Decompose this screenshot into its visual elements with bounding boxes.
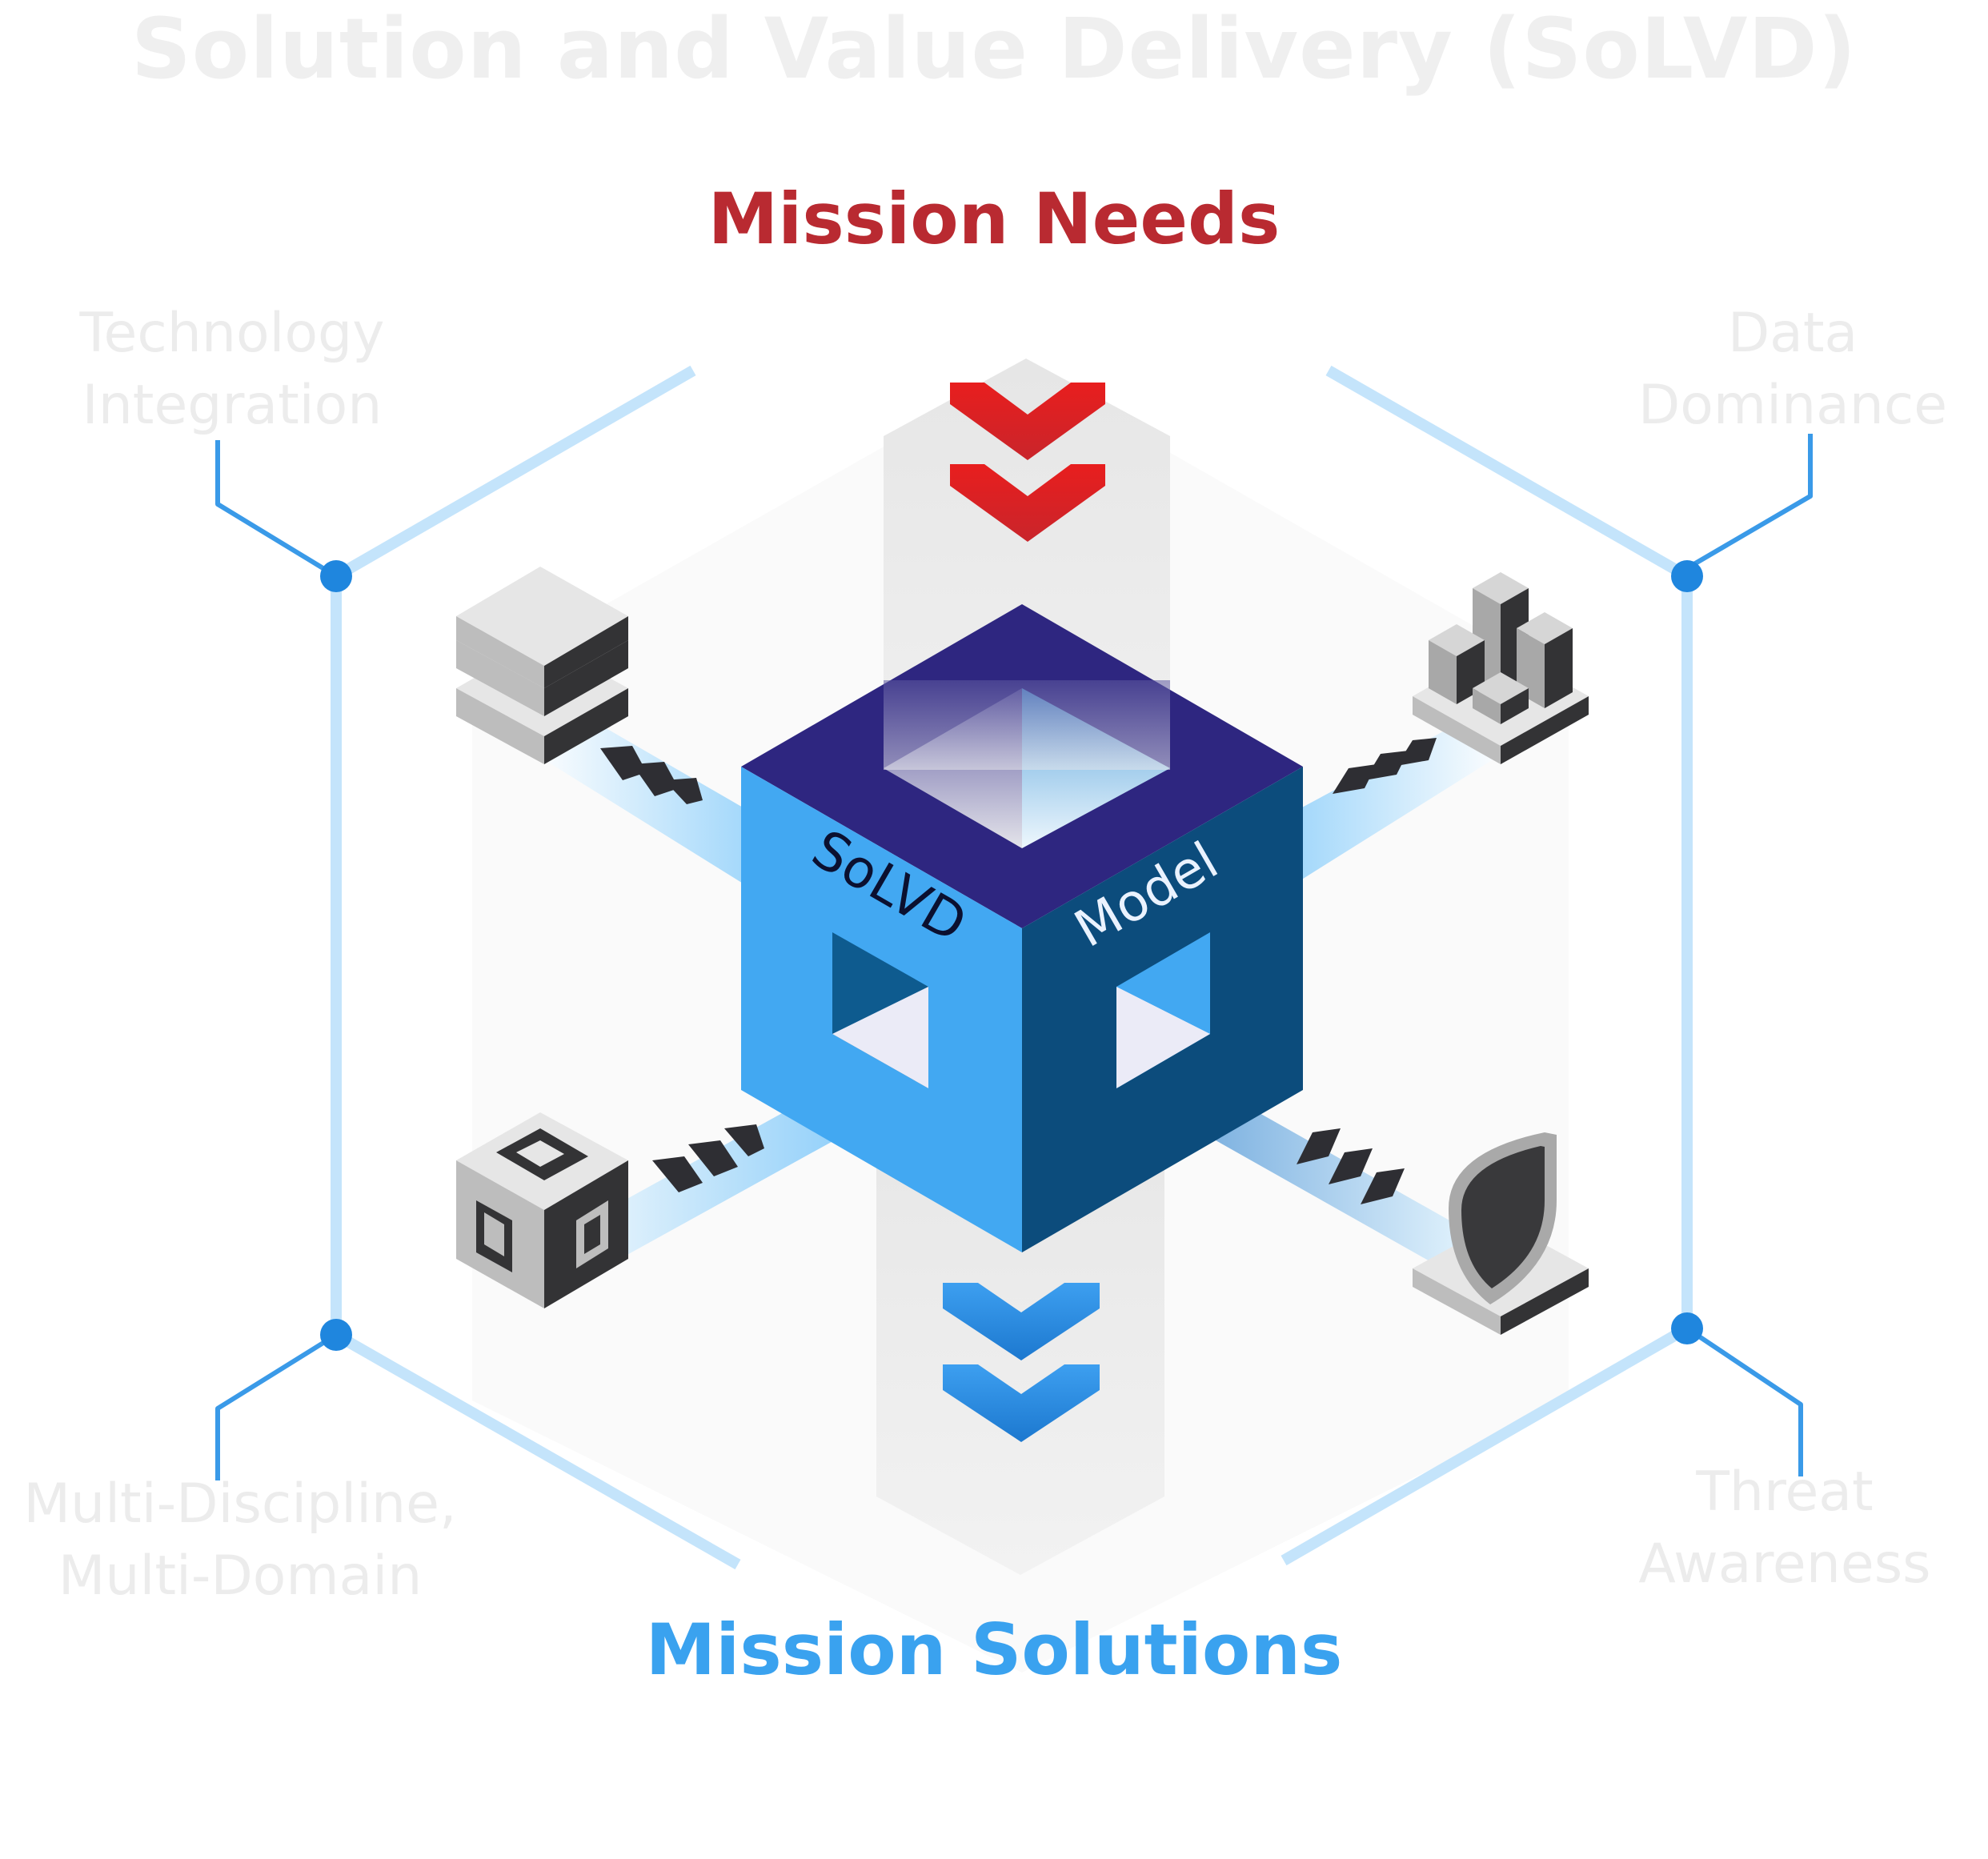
- beam-top-left: [532, 720, 744, 884]
- connector-top-right: [1685, 434, 1813, 571]
- label-line: Dominance: [1637, 374, 1948, 437]
- solvd-cube: [741, 604, 1303, 1252]
- connector-top-left: [215, 440, 338, 579]
- interlocking-cube-icon: [456, 1112, 628, 1308]
- label-technology-integration: Technology Integration: [32, 298, 432, 442]
- dot-top-right: [1671, 560, 1703, 592]
- hexagon-frame: [331, 365, 1693, 1570]
- label-multi-discipline-multi-domain: Multi-Discipline, Multi-Domain: [8, 1468, 472, 1613]
- stacked-layers-icon: [456, 567, 628, 764]
- connector-bottom-right: [1685, 1326, 1803, 1476]
- label-line: Multi-Discipline,: [23, 1472, 457, 1536]
- beam-top-right: [1301, 724, 1505, 880]
- diagram-title: Solution and Value Delivery (SoLVD): [130, 0, 1858, 98]
- beam-chevrons-top-left: [600, 746, 703, 804]
- label-line: Data: [1727, 302, 1858, 365]
- label-data-dominance: Data Dominance: [1569, 298, 1988, 442]
- bar-blocks-icon: [1413, 572, 1589, 764]
- dot-bottom-left: [320, 1319, 352, 1351]
- label-line: Integration: [82, 374, 383, 437]
- label-threat-awareness: Threat Awareness: [1561, 1456, 1988, 1601]
- connector-bottom-left: [215, 1332, 338, 1480]
- cube-right-hole-inner: [1116, 987, 1210, 1088]
- cube-top-hole-pillar: [884, 680, 1170, 770]
- connector-dots: [320, 560, 1703, 1351]
- label-line: Awareness: [1638, 1532, 1931, 1596]
- corner-connectors: [215, 434, 1813, 1480]
- dot-top-left: [320, 560, 352, 592]
- label-line: Technology: [79, 302, 385, 365]
- beam-chevrons-top-right: [1333, 738, 1437, 794]
- beam-chevrons-bottom-right: [1297, 1128, 1405, 1204]
- mission-solutions-label: Mission Solutions: [645, 1609, 1343, 1691]
- solutions-chevron-icon: [943, 1283, 1100, 1442]
- needs-chevron-icon: [950, 383, 1105, 542]
- mission-needs-label: Mission Needs: [707, 178, 1281, 260]
- cube-left-hole-inner: [832, 987, 928, 1088]
- dot-bottom-right: [1671, 1312, 1703, 1344]
- shield-icon: [1413, 1132, 1589, 1335]
- label-line: Multi-Domain: [58, 1544, 423, 1608]
- label-line: Threat: [1696, 1460, 1874, 1524]
- beam-chevrons-bottom-left: [652, 1124, 764, 1192]
